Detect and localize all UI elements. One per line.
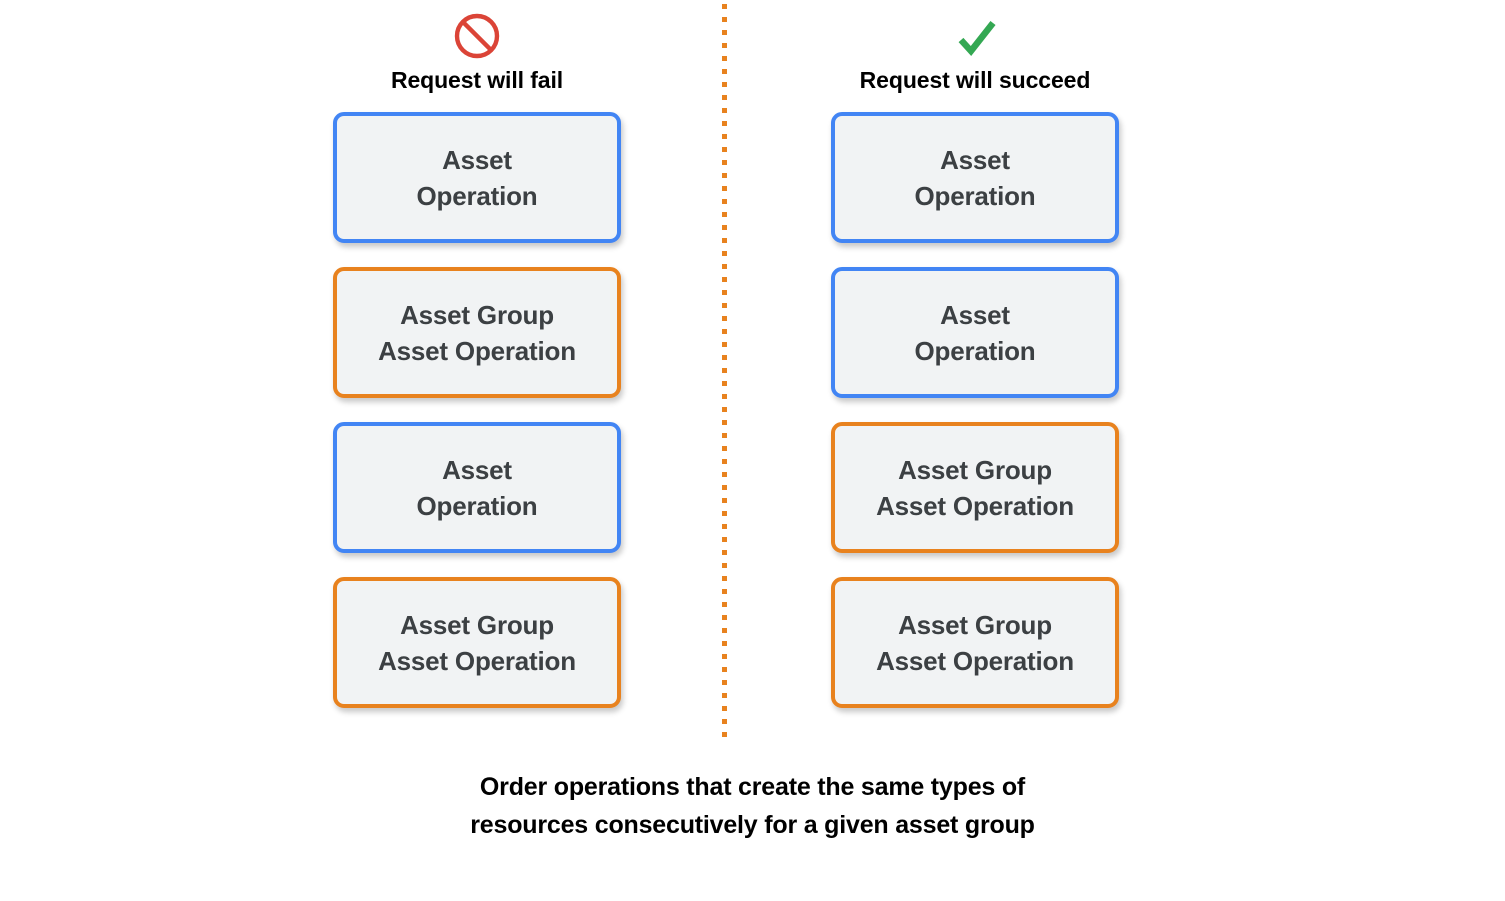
operation-box-label: Asset Group Asset Operation — [378, 299, 576, 366]
operation-box-asset-group[interactable]: Asset Group Asset Operation — [831, 422, 1119, 553]
column-header-succeed: Request will succeed — [825, 10, 1125, 94]
operation-box-asset-group[interactable]: Asset Group Asset Operation — [831, 577, 1119, 708]
operation-box-label: Asset Group Asset Operation — [876, 454, 1074, 521]
operation-box-asset[interactable]: Asset Operation — [333, 112, 621, 243]
operation-box-asset[interactable]: Asset Operation — [333, 422, 621, 553]
operation-box-label: Asset Group Asset Operation — [876, 609, 1074, 676]
column-header-fail: Request will fail — [327, 10, 627, 94]
operation-box-asset-group[interactable]: Asset Group Asset Operation — [333, 577, 621, 708]
prohibition-icon — [454, 13, 500, 59]
column-title-fail: Request will fail — [390, 67, 564, 93]
operation-box-asset[interactable]: Asset Operation — [831, 112, 1119, 243]
checkmark-icon — [958, 20, 996, 57]
operation-box-label: Asset Group Asset Operation — [378, 609, 576, 676]
operation-box-label: Asset Operation — [914, 299, 1036, 366]
vertical-dotted-divider — [722, 4, 727, 738]
operation-box-label: Asset Operation — [416, 454, 538, 521]
operation-stack-succeed: Asset Operation Asset Operation Asset Gr… — [831, 112, 1119, 708]
operation-box-label: Asset Operation — [416, 144, 538, 211]
column-title-succeed: Request will succeed — [859, 67, 1091, 93]
operation-box-asset[interactable]: Asset Operation — [831, 267, 1119, 398]
operation-box-label: Asset Operation — [914, 144, 1036, 211]
diagram-caption: Order operations that create the same ty… — [470, 773, 1035, 839]
operation-stack-fail: Asset Operation Asset Group Asset Operat… — [333, 112, 621, 708]
operation-box-asset-group[interactable]: Asset Group Asset Operation — [333, 267, 621, 398]
